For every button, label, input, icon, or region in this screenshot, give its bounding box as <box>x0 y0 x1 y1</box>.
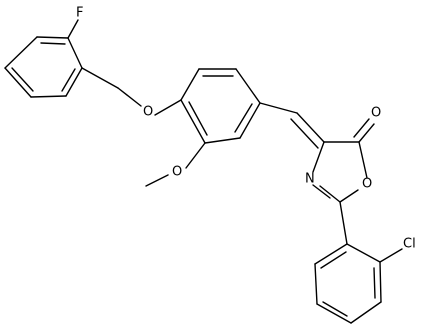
oxazolone-ring <box>312 141 368 203</box>
ring-oxygen-label: O <box>362 177 372 192</box>
ether-oxygen-label: O <box>143 105 153 120</box>
aryl-o-methoxy-bond <box>185 142 206 169</box>
fluorine-label: F <box>76 6 83 21</box>
ring-to-methine-bond <box>259 102 298 114</box>
chlorine-label: Cl <box>403 237 416 252</box>
methoxy-oxygen-label: O <box>172 165 182 180</box>
chlorophenyl-ring <box>314 243 382 324</box>
exocyclic-double-bond-b <box>290 118 319 149</box>
carbonyl-oxygen-label: O <box>371 106 381 121</box>
central-ring <box>180 68 261 144</box>
ring-nitrogen-label: N <box>305 172 315 187</box>
carbonyl-bond-a <box>358 123 375 143</box>
exocyclic-double-bond-a <box>296 112 325 143</box>
ch2-o-bond <box>117 87 142 107</box>
oxazole-to-aryl-bond <box>339 201 348 245</box>
o-aryl-bond <box>154 99 182 116</box>
c-cl-bond <box>379 248 403 263</box>
methoxy-methyl-bond <box>145 174 169 187</box>
carbonyl-bond-b <box>353 118 370 138</box>
fluorophenyl-ring <box>4 36 83 98</box>
c-f-bond <box>67 19 79 39</box>
benzyl-ch2-bond <box>81 67 119 89</box>
